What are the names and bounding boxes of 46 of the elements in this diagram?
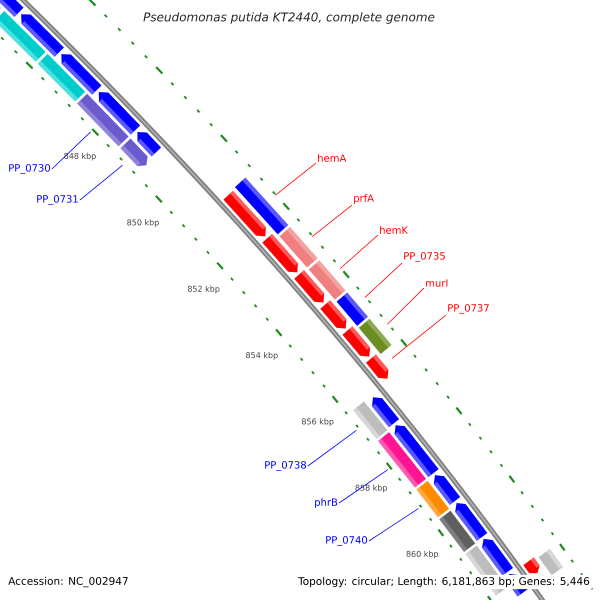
gene-segment: [61, 54, 102, 95]
gene-label: PP_0730: [9, 164, 50, 174]
gene-label: murI: [426, 279, 448, 287]
gene-label: PP_0737: [448, 304, 489, 314]
gene-segment: [434, 475, 460, 505]
gene-segment: [439, 510, 476, 552]
leader-line: [364, 262, 402, 298]
scale-label: 856 kbp: [302, 418, 334, 426]
leader-line: [308, 430, 357, 466]
leader-line: [368, 508, 419, 542]
gene-segment: [21, 14, 64, 57]
scale-label: 848 kbp: [64, 152, 96, 160]
accession-text: Accession: NC_002947: [6, 574, 131, 590]
scale-label: 860 kbp: [406, 550, 438, 558]
gene-label: PP_0738: [265, 461, 306, 471]
leader-line: [80, 164, 123, 200]
gene-label: phrB: [315, 498, 338, 508]
gene-label: hemK: [380, 226, 408, 234]
gene-label: PP_0740: [326, 536, 368, 546]
gene-segment: [538, 548, 563, 576]
gene-segment: [394, 425, 439, 478]
leader-line: [392, 314, 446, 359]
gene-segment: [262, 234, 298, 272]
scale-label: 852 kbp: [188, 286, 220, 294]
leader-line: [312, 204, 352, 238]
gene-label: PP_0731: [37, 195, 78, 205]
scale-label: 850 kbp: [127, 219, 159, 227]
gene-label: hemA: [318, 154, 346, 162]
leader-line: [338, 469, 388, 504]
gene-label: prfA: [354, 194, 374, 204]
gene-segment: [523, 557, 540, 574]
leader-line: [387, 288, 424, 325]
gene-segment: [223, 190, 266, 236]
gene-segment: [342, 326, 370, 357]
title: Pseudomonas putida KT2440, complete genome: [143, 12, 434, 24]
gene-segment: [320, 300, 346, 329]
gene-segment: [366, 354, 388, 379]
gene-segment: [137, 132, 162, 156]
gene-segment: [98, 92, 140, 134]
gene-segment: [294, 270, 324, 302]
leader-line: [52, 132, 91, 170]
leader-line: [340, 234, 378, 270]
gene-segment: [372, 397, 400, 428]
gene-label: PP_0735: [404, 252, 445, 262]
scale-label: 854 kbp: [246, 352, 278, 360]
leader-line: [274, 162, 316, 196]
